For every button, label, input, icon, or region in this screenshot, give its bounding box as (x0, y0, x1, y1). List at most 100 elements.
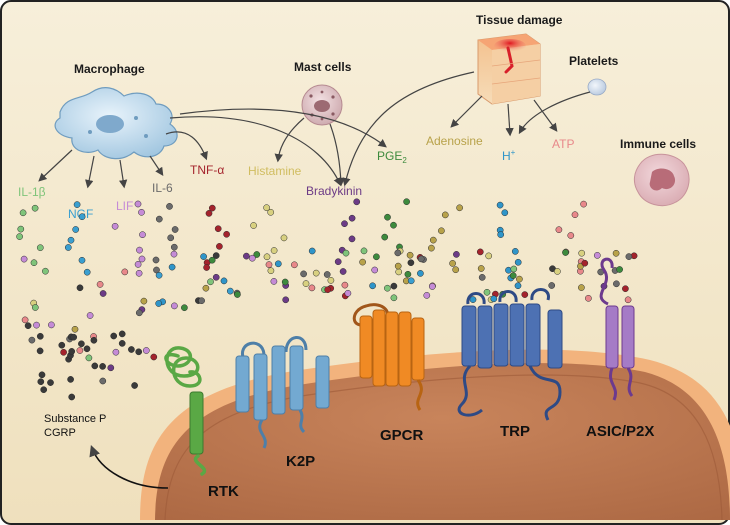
mediator-molecule (263, 253, 271, 261)
arrow-to-il6 (149, 155, 164, 176)
mediator-molecule (373, 253, 380, 261)
arrow-to-il1b (38, 149, 73, 182)
arrow-to-lif (118, 159, 128, 189)
mediator-molecule (37, 378, 45, 386)
mediator-molecule (21, 316, 29, 324)
mediator-molecule (42, 267, 49, 275)
mediator-molecule (348, 214, 356, 222)
mediator-molecule (131, 382, 138, 389)
mediator-molecule (99, 363, 106, 370)
mediator-molecule (404, 270, 412, 278)
mediator-label-lif: LIF (116, 199, 133, 213)
mediator-molecule (170, 250, 178, 258)
mediator-molecule (202, 284, 210, 292)
mediator-molecule (394, 262, 402, 270)
mediator-molecule (142, 347, 150, 354)
mediator-molecule (469, 296, 477, 303)
mediator-molecule (403, 198, 410, 206)
mast-cell (301, 84, 343, 126)
mediator-molecule (270, 247, 278, 254)
mediator-molecule (70, 333, 78, 341)
mediator-molecule (509, 272, 517, 279)
mediator-molecule (171, 302, 178, 310)
mediator-molecule (428, 244, 435, 252)
pge2-main-text: PGE (377, 149, 402, 163)
mediator-molecule (274, 260, 282, 268)
mediator-molecule (24, 322, 32, 330)
mediator-label-bradykinin: Bradykinin (306, 184, 362, 198)
pge2-subscript: 2 (402, 156, 407, 165)
arrow-to-histamine (274, 117, 305, 163)
trp-label: TRP (500, 423, 530, 440)
mediator-molecule (138, 208, 145, 216)
mediator-molecule (135, 348, 143, 356)
tissue-damage-block (477, 33, 541, 105)
gpcr-receptor (352, 303, 425, 411)
mediator-molecule (308, 284, 316, 292)
mediator-molecule (153, 266, 160, 274)
mediator-molecule (554, 268, 561, 275)
mediator-molecule (406, 251, 414, 259)
mediator-molecule (214, 225, 222, 233)
mediator-molecule (226, 287, 234, 295)
arrow-to-atp (533, 99, 558, 132)
mediator-molecule (384, 284, 391, 292)
mediator-molecule (417, 270, 424, 277)
mediator-molecule (407, 259, 415, 267)
mediator-molecule (265, 261, 273, 268)
mediator-molecule (78, 256, 86, 264)
mediator-molecule (344, 289, 352, 297)
mediator-molecule (369, 282, 376, 290)
mediator-molecule (302, 280, 310, 287)
mediator-molecule (155, 215, 163, 223)
mediator-molecule (200, 253, 207, 260)
mediator-molecule (291, 261, 298, 269)
mediator-molecule (581, 259, 589, 267)
mediator-molecule (477, 265, 485, 272)
mediator-molecule (478, 274, 486, 281)
mediator-molecule (64, 244, 72, 251)
mediator-molecule (441, 211, 449, 219)
mediator-molecule (208, 204, 216, 212)
mediator-molecule (171, 226, 179, 233)
mediator-molecule (580, 200, 587, 208)
macrophage-label: Macrophage (74, 62, 145, 76)
mediator-molecule (223, 230, 230, 238)
mediator-molecule (152, 256, 160, 264)
mediator-molecule (128, 346, 135, 353)
mediator-molecule (216, 243, 223, 250)
mediator-molecule (135, 309, 143, 317)
mediator-molecule (67, 236, 75, 244)
mediator-molecule (31, 304, 39, 311)
mediator-molecule (555, 226, 563, 234)
mediator-molecule (58, 341, 66, 349)
immune-cells-label: Immune cells (620, 137, 696, 151)
mediator-molecule (118, 330, 126, 338)
mediator-molecule (390, 282, 398, 290)
rtk-receptor (164, 346, 207, 476)
mediator-molecule (78, 340, 85, 348)
mediator-molecule (612, 249, 620, 257)
hplus-main-text: H (502, 149, 511, 163)
mediator-molecule (205, 210, 213, 217)
mediator-molecule (136, 246, 143, 254)
mediator-molecule (135, 269, 143, 277)
mediator-molecules (16, 198, 638, 401)
mediator-molecule (485, 252, 493, 260)
mediator-molecule (207, 278, 214, 286)
mediator-molecule (323, 271, 331, 278)
mediator-molecule (280, 234, 288, 242)
mediator-molecule (110, 332, 118, 340)
mediator-molecule (613, 280, 620, 288)
mediator-molecule (625, 253, 633, 260)
mediator-label-histamine: Histamine (248, 164, 302, 178)
mediator-molecule (359, 258, 366, 266)
mediator-molecule (456, 204, 463, 212)
mediator-molecule (312, 269, 320, 277)
mediator-molecule (428, 283, 436, 290)
mediator-molecule (567, 232, 575, 239)
mediator-molecule (167, 234, 175, 242)
mediator-molecule (73, 201, 81, 208)
mediator-molecule (234, 291, 241, 298)
